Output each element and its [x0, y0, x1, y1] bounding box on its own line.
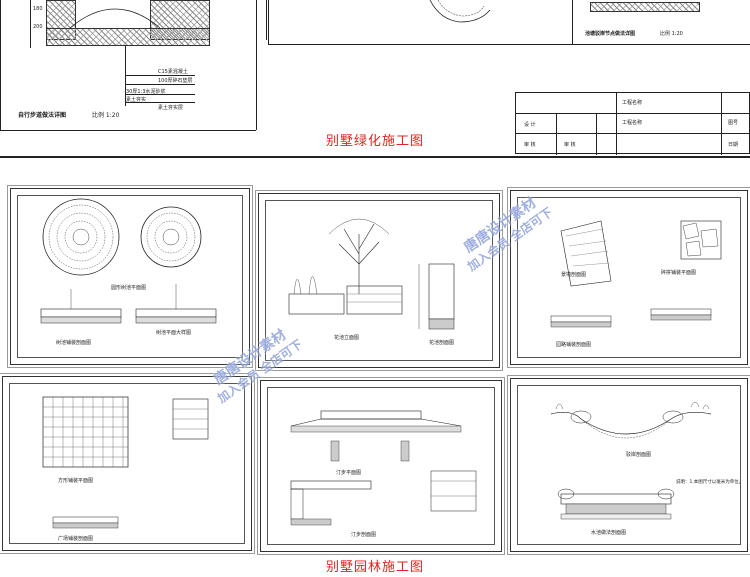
leader-vertical	[125, 46, 126, 106]
mid-detail-scale: 比例 1:20	[660, 31, 683, 37]
panel-stepping-stones[interactable]: 汀步平面图 汀步剖面图	[260, 380, 502, 552]
note-underline-4	[125, 102, 195, 103]
mid-sheet-bottom	[268, 44, 750, 45]
tb-h1	[516, 113, 750, 114]
note-underline-3	[125, 94, 195, 95]
p5-label-b: 汀步剖面图	[351, 532, 377, 538]
panel-revetment[interactable]: 驳岸剖面图 说明：1.本图尺寸以毫米为单位。 水池做法剖面图	[510, 378, 748, 552]
panel-planter[interactable]: 花池立面图 花池剖面图	[258, 193, 500, 368]
tb-v4	[721, 93, 722, 155]
panel-square-paving[interactable]: 方形铺装平面图 广场铺装剖面图	[2, 376, 252, 551]
thumbnail-grid: 圆形树池平面图 树池铺装剖面图 树池平面大样图 花池立面图 花池剖面图	[0, 158, 750, 577]
tb-row1-b: 工程名称	[622, 100, 643, 106]
caption-greening: 别墅绿化施工图	[325, 134, 424, 149]
mid-sheet-divider	[572, 0, 573, 44]
tb-h2	[516, 133, 750, 134]
panel-stepping-stones-frame	[267, 387, 495, 545]
stepping-stones-drawings	[290, 410, 477, 526]
mid-stone-hatch	[590, 2, 700, 12]
p6-label-b: 水池做法剖面图	[591, 530, 627, 536]
left-detail-title: 自行步道做法详图	[18, 112, 67, 119]
caption-garden: 别墅园林施工图	[325, 560, 424, 575]
p4-label-b: 广场铺装剖面图	[58, 536, 94, 542]
note-soil: 素土夯实	[126, 97, 147, 103]
mid-sheet-left	[268, 0, 269, 44]
tb-row1-a: 设 计	[524, 122, 536, 128]
note-c15: C15素混凝土	[158, 69, 188, 75]
p1-label-c: 树池平面大样图	[156, 330, 192, 336]
panel-planter-frame	[265, 200, 493, 361]
top-drawing-section: 180 200 C15素混凝土 100厚碎石垫层 30厚1:3水泥砂浆 素土夯实…	[0, 0, 750, 158]
mid-pond-curve	[429, 0, 491, 23]
tb-row2-b: 工程名称	[622, 120, 643, 126]
note-soil-2: 素土夯实层	[158, 105, 184, 111]
panel-revetment-frame	[517, 385, 741, 545]
tree-pit-drawings	[40, 198, 217, 324]
p5-label-a: 汀步平面图	[336, 470, 362, 476]
p2-label-b: 花池剖面图	[429, 340, 455, 346]
note-mortar: 30厚1:3水泥砂浆	[126, 89, 166, 95]
tb-v2	[596, 113, 597, 155]
panel-wall-paving-frame	[517, 197, 741, 358]
mid-detail-title: 池塘驳岸节点做法详图	[585, 31, 636, 37]
revetment-drawings	[550, 401, 712, 520]
tb-row3-a: 审 核	[564, 142, 576, 148]
tb-right-1: 图号	[728, 120, 739, 126]
sheet-inner-vertical-2	[266, 0, 267, 40]
dim-label-200: 200	[33, 24, 43, 30]
tb-right-2: 日期	[728, 142, 739, 148]
planter-drawings	[288, 218, 455, 330]
p3-label-c: 园路铺装剖面图	[556, 342, 592, 348]
dim-line-vertical	[30, 0, 31, 48]
square-paving-drawings	[42, 396, 209, 529]
title-block: 设 计 工程名称 审 核 工程名称 审 核 图号 日期	[515, 92, 750, 155]
dim-label-180: 180	[33, 6, 43, 12]
p1-label-b: 树池铺装剖面图	[56, 340, 92, 346]
p3-label-a: 景墙剖面图	[561, 272, 587, 278]
p6-note: 说明：1.本图尺寸以毫米为单位。	[676, 480, 744, 485]
section-divider	[0, 156, 750, 158]
note-underline-1	[125, 75, 195, 76]
tb-v1	[556, 113, 557, 155]
sheet-bottom-line	[0, 130, 256, 131]
left-section-arch	[69, 8, 161, 29]
panel-wall-paving[interactable]: 景墙剖面图 碎拼铺装平面图 园路铺装剖面图	[510, 190, 748, 365]
sheet-left-border	[0, 0, 1, 130]
panel-tree-pit-frame	[17, 195, 243, 358]
left-section-hatch-base	[46, 28, 210, 46]
tb-row2-a: 审 核	[524, 142, 536, 148]
p1-label-a: 圆形树池平面图	[111, 285, 147, 291]
sheet-inner-vertical	[256, 0, 257, 130]
p2-label-a: 花池立面图	[334, 335, 360, 341]
panel-tree-pit[interactable]: 圆形树池平面图 树池铺装剖面图 树池平面大样图	[10, 188, 250, 365]
p4-label-a: 方形铺装平面图	[58, 478, 94, 484]
panel-square-paving-frame	[9, 383, 245, 544]
note-underline-2	[125, 84, 195, 85]
note-gravel: 100厚碎石垫层	[158, 78, 193, 84]
p6-label-a: 驳岸剖面图	[626, 452, 652, 458]
tb-v3	[616, 93, 617, 155]
p3-label-b: 碎拼铺装平面图	[661, 270, 697, 276]
left-detail-scale: 比例 1:20	[92, 112, 120, 119]
wall-paving-drawings	[550, 220, 722, 328]
